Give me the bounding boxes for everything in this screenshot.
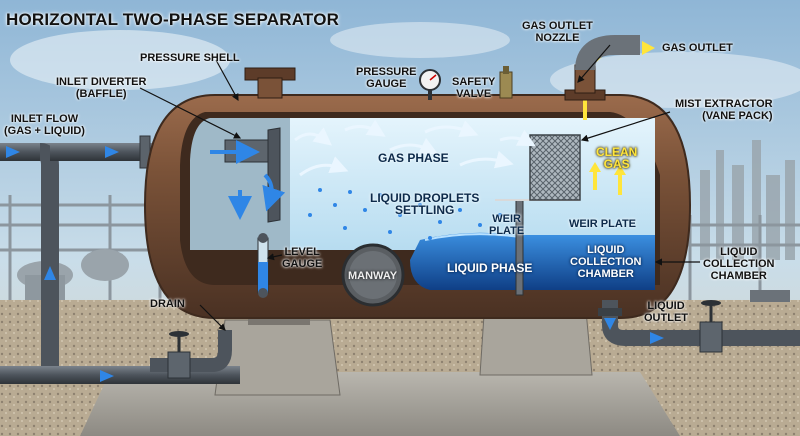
label-liquid-collection-inner: LIQUID COLLECTION CHAMBER — [570, 244, 642, 280]
label-manway: MANWAY — [348, 270, 398, 282]
liquid-droplets — [308, 188, 502, 240]
level-gauge-device — [257, 233, 269, 298]
label-pressure-gauge: PRESSURE GAUGE — [356, 66, 417, 90]
label-weir-plate: WEIR PLATE — [569, 218, 637, 230]
inlet-section-arrows — [210, 140, 286, 220]
label-gas-outlet: GAS OUTLET — [662, 42, 733, 54]
top-nozzle — [244, 67, 296, 99]
liquid-phase-pool — [410, 232, 520, 290]
label-level-gauge: LEVEL GAUGE — [282, 246, 323, 270]
label-mist-extractor: MIST EXTRACTOR (VANE PACK) — [675, 98, 773, 122]
mist-extractor-vane-pack — [529, 134, 581, 201]
label-liquid-collection-outer: LIQUID COLLECTION CHAMBER — [703, 246, 775, 282]
label-drain: DRAIN — [150, 298, 185, 310]
gas-flow-arrows — [294, 119, 536, 177]
label-clean-gas: CLEAN GAS — [596, 145, 638, 171]
label-inlet-flow: INLET FLOW (GAS + LIQUID) — [4, 113, 85, 137]
label-inlet-diverter: INLET DIVERTER (BAFFLE) — [56, 76, 147, 100]
drain-valve — [150, 330, 232, 379]
label-safety-valve: SAFETY VALVE — [452, 76, 496, 100]
label-pressure-shell: PRESSURE SHELL — [140, 52, 240, 64]
safety-valve-device — [499, 66, 513, 99]
label-gas-phase: GAS PHASE — [378, 151, 449, 165]
pressure-gauge-device — [419, 69, 441, 100]
label-liquid-phase: LIQUID PHASE — [447, 261, 533, 275]
liquid-outlet-arrows — [604, 318, 664, 344]
label-liquid-droplets: LIQUID DROPLETS SETTLING — [370, 191, 480, 217]
leader-lines — [139, 44, 700, 331]
inlet-pipe — [0, 135, 240, 385]
liquid-collection-pool — [520, 235, 655, 290]
gas-outlet-nozzle — [564, 35, 640, 101]
label-gas-outlet-nozzle: GAS OUTLET NOZZLE — [522, 20, 593, 44]
manway-hatch — [341, 243, 405, 307]
label-weir-plate-inner: WEIR PLATE — [489, 213, 525, 237]
label-liquid-outlet: LIQUID OUTLET — [644, 300, 688, 324]
gas-outlet-arrow — [642, 41, 655, 55]
refinery-background — [700, 140, 795, 260]
page-title: HORIZONTAL TWO-PHASE SEPARATOR — [6, 10, 340, 29]
